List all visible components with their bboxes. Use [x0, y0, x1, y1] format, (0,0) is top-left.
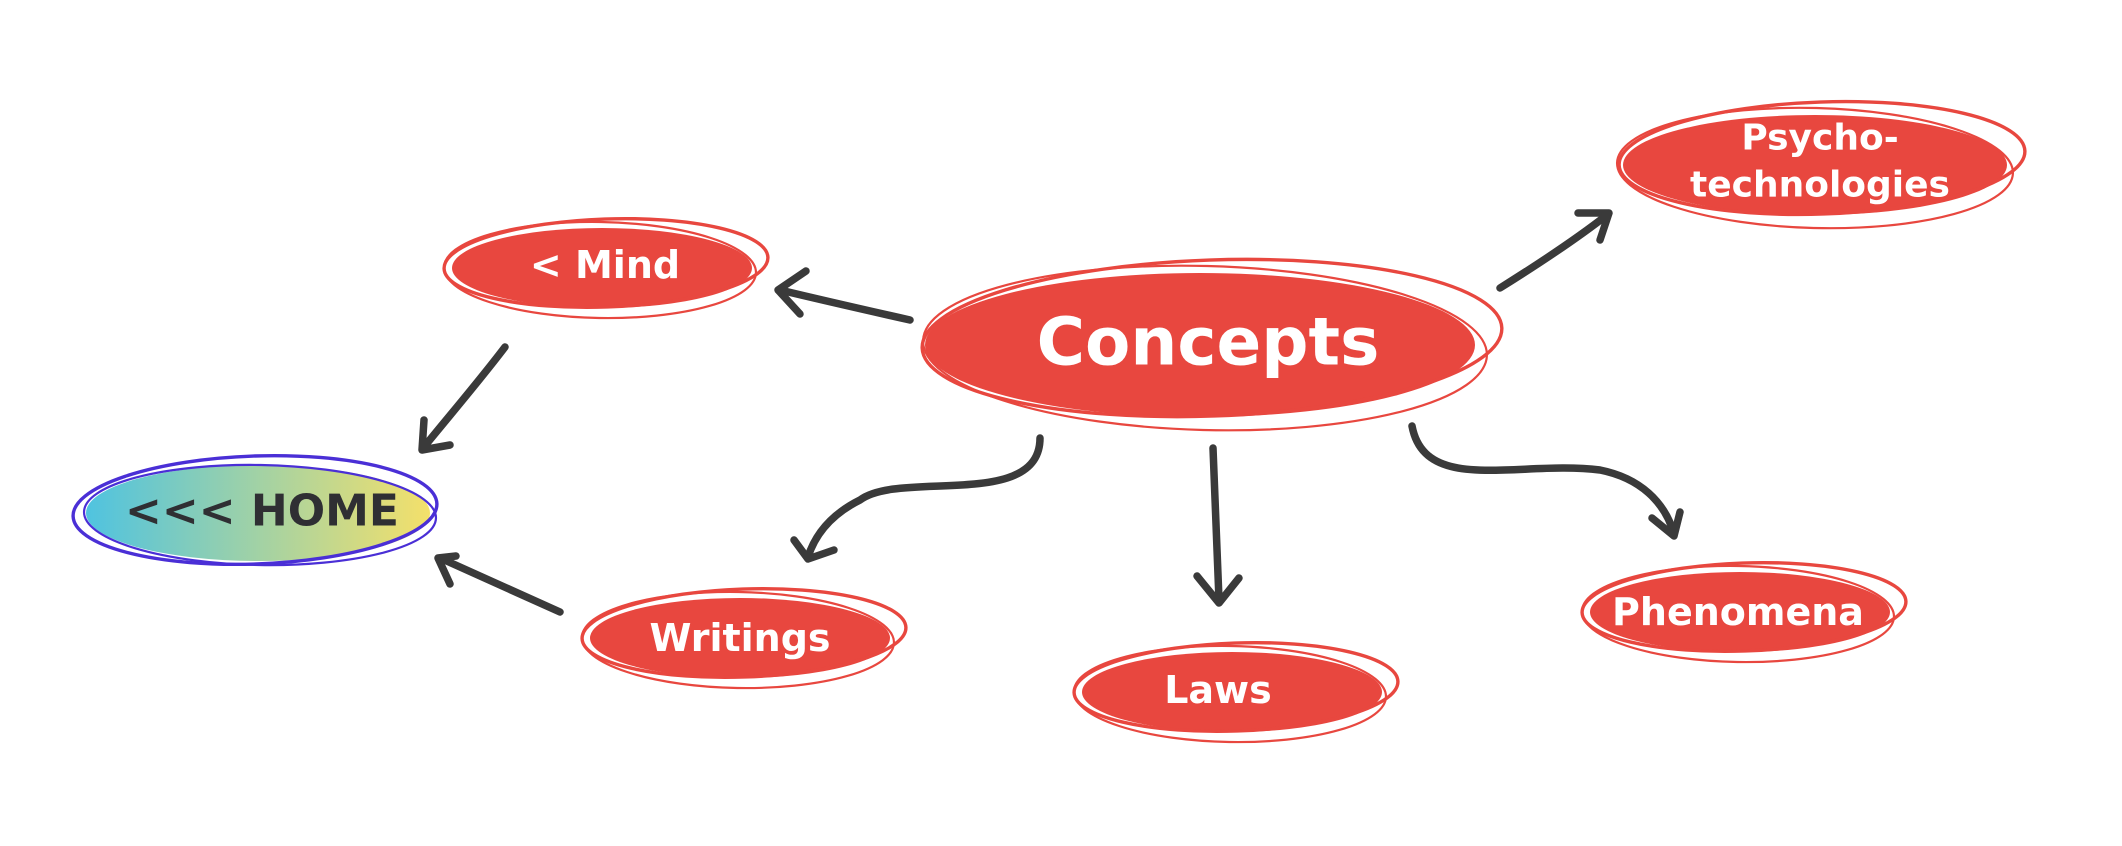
node-writings[interactable]: Writings — [580, 583, 908, 690]
arrow-writings-to-home — [434, 552, 564, 616]
node-home[interactable]: <<< HOME — [71, 450, 439, 571]
arrow-concepts-to-laws — [1193, 444, 1243, 607]
arrow-concepts-to-mind — [774, 267, 914, 324]
node-mind[interactable]: < Mind — [442, 213, 770, 320]
node-label-laws: Laws — [1164, 668, 1272, 712]
node-label-mind: < Mind — [530, 243, 680, 287]
arrow-concepts-to-phenomena — [1408, 422, 1684, 540]
node-psychotechnologies[interactable]: Psycho- technologies — [1615, 95, 2027, 233]
node-label-psycho-line1: Psycho- — [1741, 118, 1898, 159]
arrow-concepts-to-writings — [790, 434, 1044, 563]
arrow-concepts-to-psychotechnologies — [1496, 209, 1613, 292]
node-concepts[interactable]: Concepts — [919, 250, 1504, 437]
node-laws[interactable]: Laws — [1072, 637, 1400, 744]
node-label-writings: Writings — [649, 616, 830, 660]
node-label-psycho-line2: technologies — [1690, 165, 1950, 206]
node-label-phenomena: Phenomena — [1612, 590, 1864, 634]
node-label-home: <<< HOME — [125, 486, 399, 537]
arrow-mind-to-home — [418, 343, 509, 454]
node-phenomena[interactable]: Phenomena — [1580, 557, 1908, 664]
node-label-concepts: Concepts — [1037, 304, 1380, 381]
